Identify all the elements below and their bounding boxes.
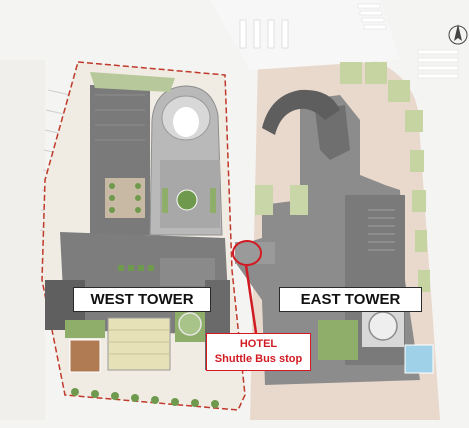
callout-line-shuttle: Shuttle Bus stop xyxy=(214,353,303,365)
crosswalk-top-right xyxy=(357,3,387,30)
east-green-roof-2 xyxy=(290,185,308,215)
east-tower-label: EAST TOWER xyxy=(279,287,422,312)
east-green-roof xyxy=(255,185,273,215)
west-pool xyxy=(69,339,101,373)
callout-line-hotel: HOTEL xyxy=(239,338,278,350)
west-plaza-fountain xyxy=(176,189,198,211)
east-ramp xyxy=(262,89,340,135)
east-lawn xyxy=(318,320,358,360)
west-helipad-icon xyxy=(178,312,202,336)
east-landscape xyxy=(340,62,430,292)
road-top xyxy=(210,0,400,70)
west-tower-label: WEST TOWER xyxy=(73,287,211,312)
west-tower-roof-lines xyxy=(95,94,145,141)
callout-leader-line xyxy=(244,264,258,334)
west-plaza-green-left xyxy=(162,188,168,213)
east-helipad-icon xyxy=(368,311,398,341)
west-courtyard-inner xyxy=(173,107,199,137)
crosswalk-right xyxy=(417,49,459,79)
west-sports-court xyxy=(107,317,171,371)
tower-connector xyxy=(235,242,275,264)
west-road xyxy=(0,60,45,420)
road-markings xyxy=(239,19,289,49)
west-planters-dots xyxy=(109,183,141,213)
hotel-shuttle-bus-stop-callout: HOTEL Shuttle Bus stop xyxy=(206,333,311,371)
west-green-strip xyxy=(118,265,154,271)
west-green-sw xyxy=(65,320,105,338)
west-plaza-green-right xyxy=(210,188,216,213)
east-pool xyxy=(404,344,434,374)
south-tree-row xyxy=(71,388,219,408)
west-green-roof-north xyxy=(90,72,175,92)
north-arrow-icon xyxy=(448,24,468,45)
west-sports-court-lines xyxy=(108,329,170,355)
east-tower-stairs xyxy=(368,209,395,251)
